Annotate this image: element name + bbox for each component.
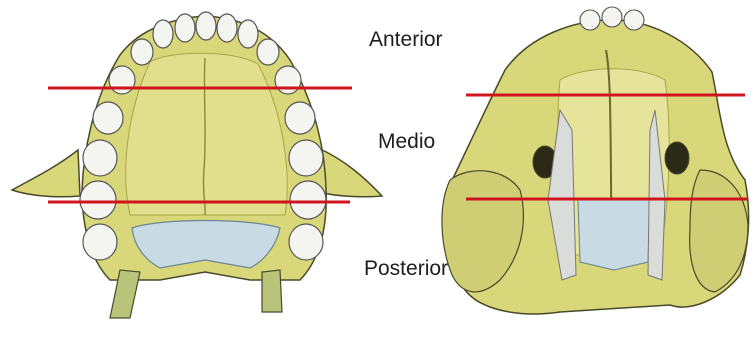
tooth xyxy=(80,181,116,219)
right-pterygoid-wing xyxy=(318,148,382,197)
soft-palate-superior xyxy=(578,200,650,270)
tooth xyxy=(217,14,237,42)
tooth xyxy=(289,224,323,260)
tooth xyxy=(196,12,216,40)
tooth xyxy=(153,20,173,48)
tooth xyxy=(131,39,153,65)
tooth xyxy=(290,181,326,219)
palatine-process xyxy=(126,53,287,215)
anterior-label: Anterior xyxy=(369,28,443,52)
medio-label: Medio xyxy=(378,130,435,154)
tooth xyxy=(285,102,315,134)
tooth xyxy=(109,66,135,94)
hard-palate-superior-view xyxy=(442,7,749,314)
superior-teeth xyxy=(580,7,644,30)
tooth xyxy=(602,7,622,27)
tooth xyxy=(83,224,117,260)
tooth xyxy=(175,14,195,42)
tooth xyxy=(93,102,123,134)
tooth xyxy=(83,140,117,176)
tooth xyxy=(580,10,600,30)
left-pterygoid-wing xyxy=(12,150,80,197)
posterior-label: Posterior xyxy=(364,257,448,281)
right-choana xyxy=(665,142,689,174)
tooth xyxy=(275,66,301,94)
tooth xyxy=(289,140,323,176)
right-pterygoid-plate xyxy=(262,270,282,312)
hard-palate-inferior-view xyxy=(12,12,382,318)
tooth xyxy=(238,20,258,48)
tooth xyxy=(257,39,279,65)
tooth xyxy=(624,10,644,30)
